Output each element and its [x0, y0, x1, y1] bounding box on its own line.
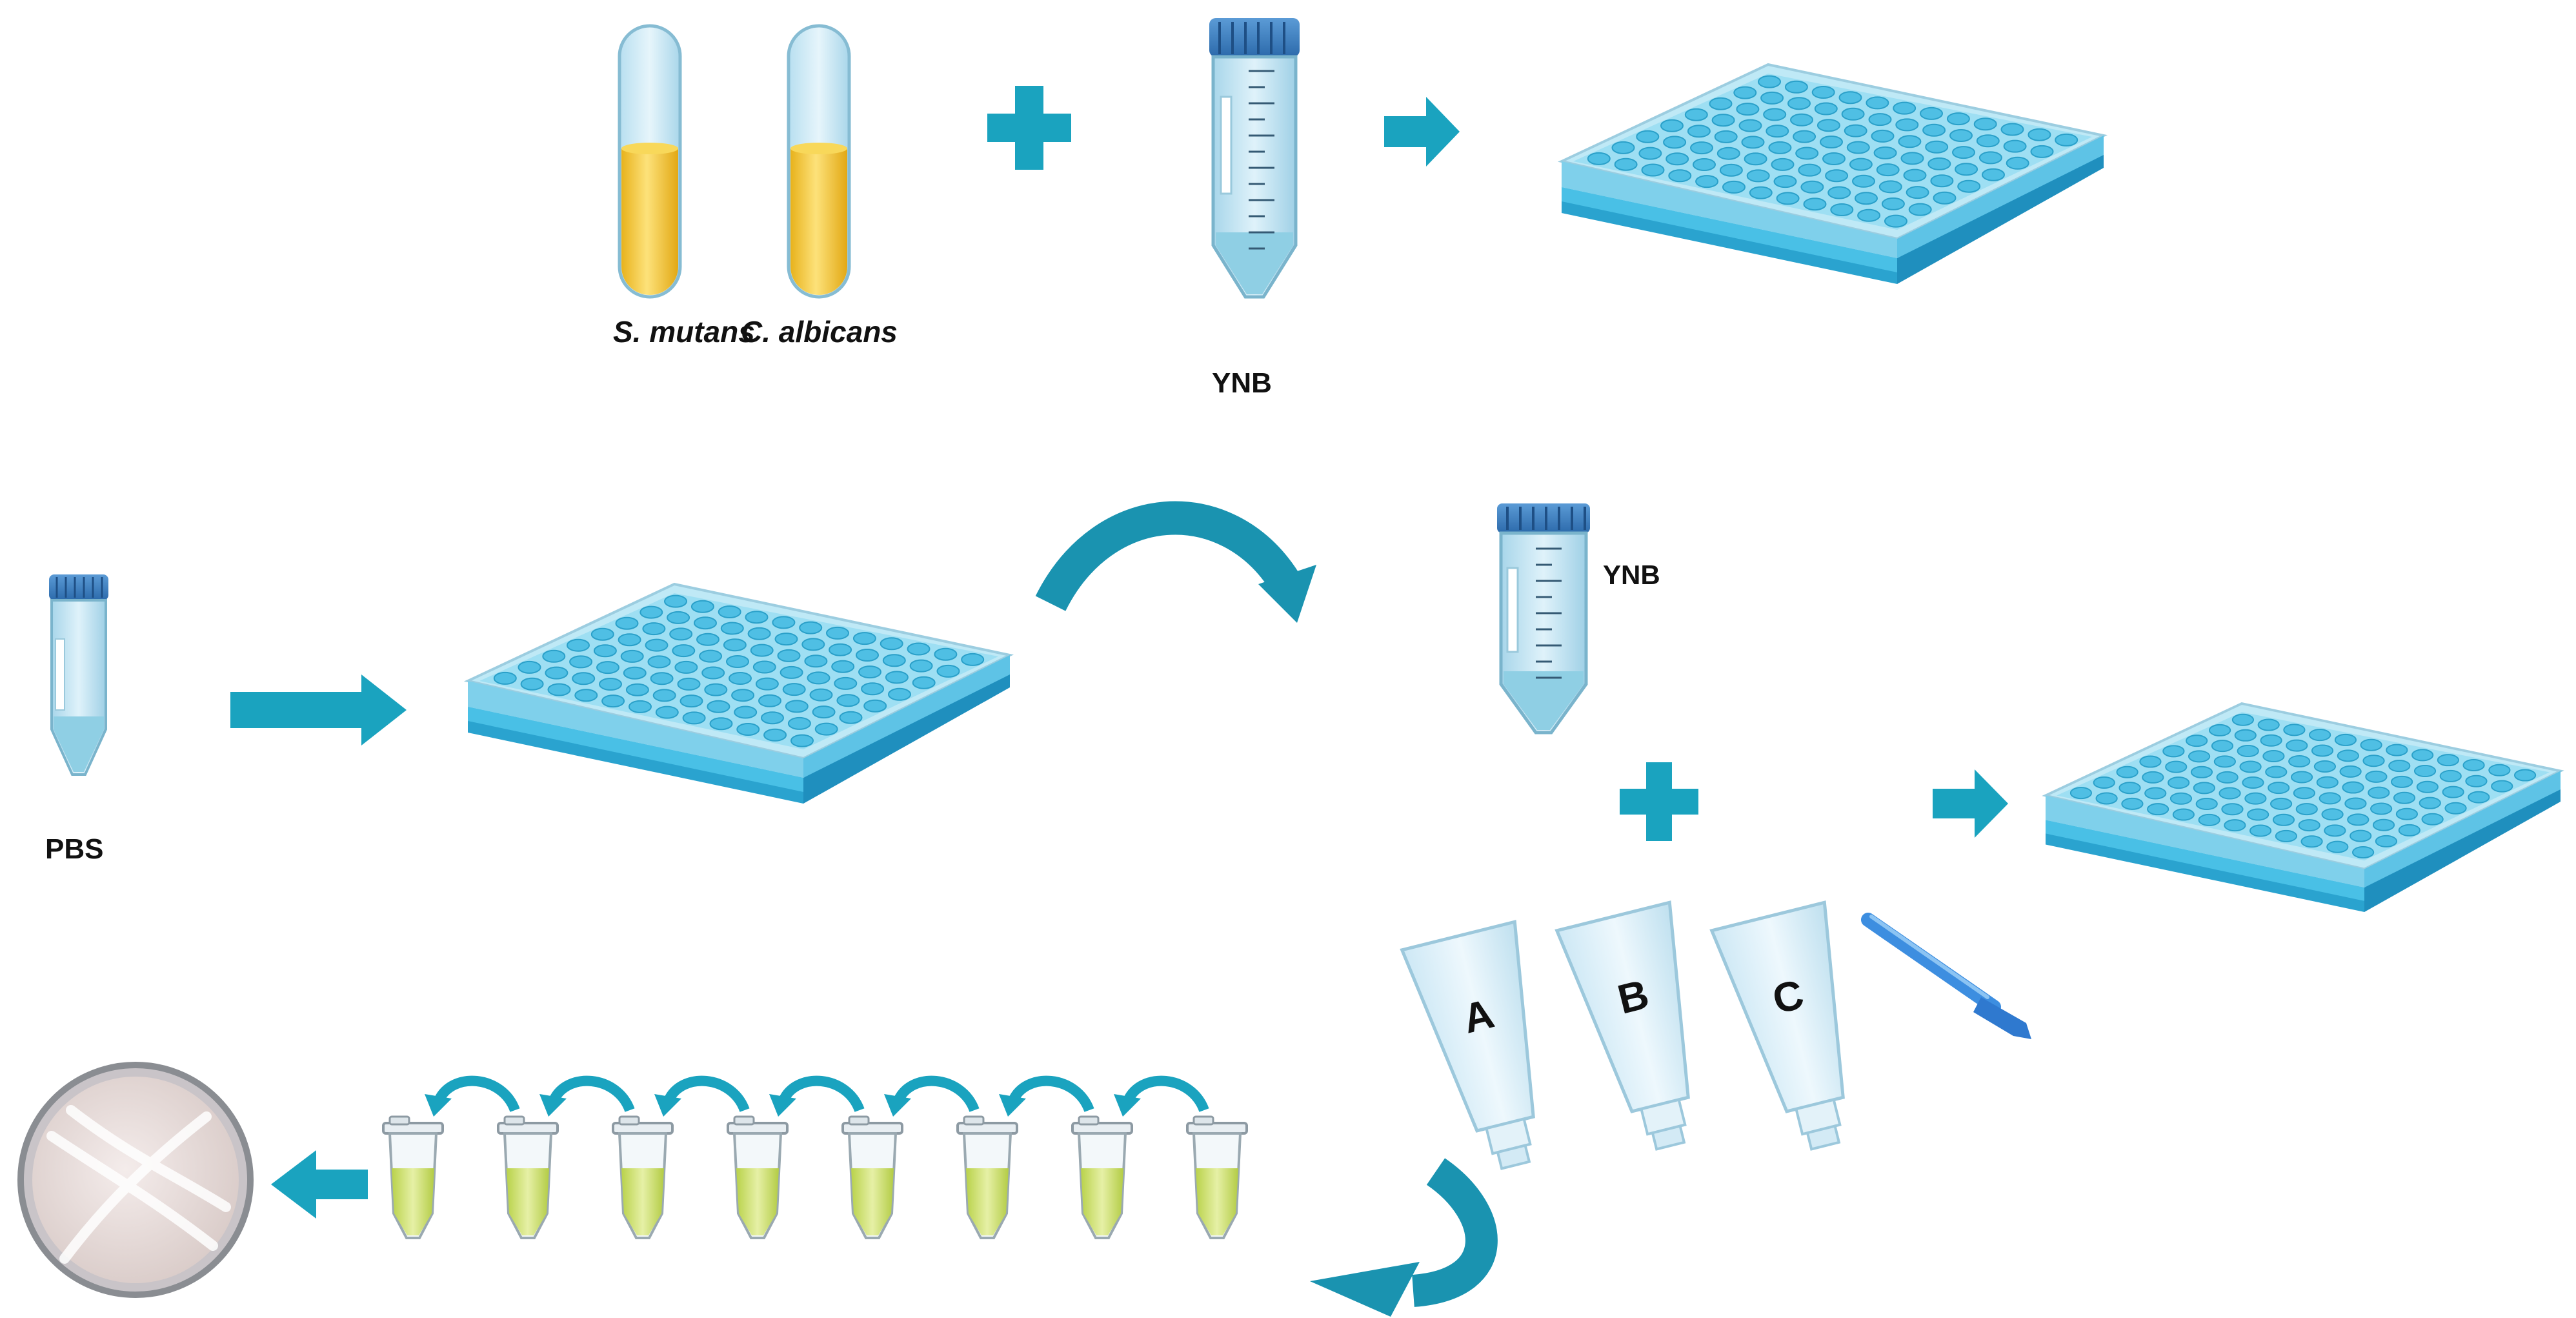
- plus-icon: [987, 86, 1071, 170]
- petri-dish-icon: [17, 1062, 254, 1298]
- gel-tube-b: B: [1555, 900, 1690, 1151]
- centrifuge-tube-pbs: [49, 574, 108, 776]
- label-ynb-mid: YNB: [1603, 560, 1660, 590]
- arrow-right-icon: [1384, 97, 1460, 167]
- arrow-right-icon: [230, 674, 407, 745]
- curved-arrow-icon: [884, 1075, 980, 1117]
- culture-tube-s-mutans: [618, 24, 682, 299]
- plus-icon: [1620, 762, 1698, 841]
- microcentrifuge-tube: [612, 1115, 674, 1239]
- gel-tube-c: C: [1709, 900, 1845, 1151]
- label-c-albicans: C. albicans: [741, 315, 898, 349]
- curved-arrow-icon: [1035, 501, 1316, 623]
- curved-arrow-icon: [769, 1075, 865, 1117]
- label-ynb-top: YNB: [1212, 367, 1272, 399]
- arrow-left-icon: [271, 1150, 368, 1219]
- well-plate-top: [1560, 63, 2105, 285]
- label-pbs: PBS: [45, 833, 103, 865]
- microcentrifuge-tube: [841, 1115, 903, 1239]
- microcentrifuge-tube: [1186, 1115, 1248, 1239]
- curved-arrow-icon: [1310, 1158, 1498, 1317]
- curved-arrow-icon: [654, 1075, 750, 1117]
- microcentrifuge-tube: [497, 1115, 559, 1239]
- label-s-mutans: S. mutans: [613, 315, 755, 349]
- microcentrifuge-tube: [956, 1115, 1018, 1239]
- microcentrifuge-tube: [727, 1115, 789, 1239]
- centrifuge-tube-ynb-top: [1209, 18, 1300, 299]
- curved-arrow-icon: [539, 1075, 635, 1117]
- arrow-right-icon: [1933, 769, 2008, 838]
- dilution-series: [382, 1075, 1248, 1239]
- culture-tube-c-albicans: [787, 24, 851, 299]
- well-plate-middle: [467, 583, 1011, 805]
- centrifuge-tube-ynb-mid: [1497, 503, 1590, 735]
- curved-arrow-icon: [1114, 1075, 1209, 1117]
- gel-tube-a: A: [1400, 920, 1535, 1170]
- microbrush-icon: [1861, 913, 2031, 1039]
- microcentrifuge-tube: [1071, 1115, 1133, 1239]
- well-plate-right: [2044, 702, 2562, 913]
- curved-arrow-icon: [999, 1075, 1094, 1117]
- curved-arrow-icon: [425, 1075, 520, 1117]
- microcentrifuge-tube: [382, 1115, 444, 1239]
